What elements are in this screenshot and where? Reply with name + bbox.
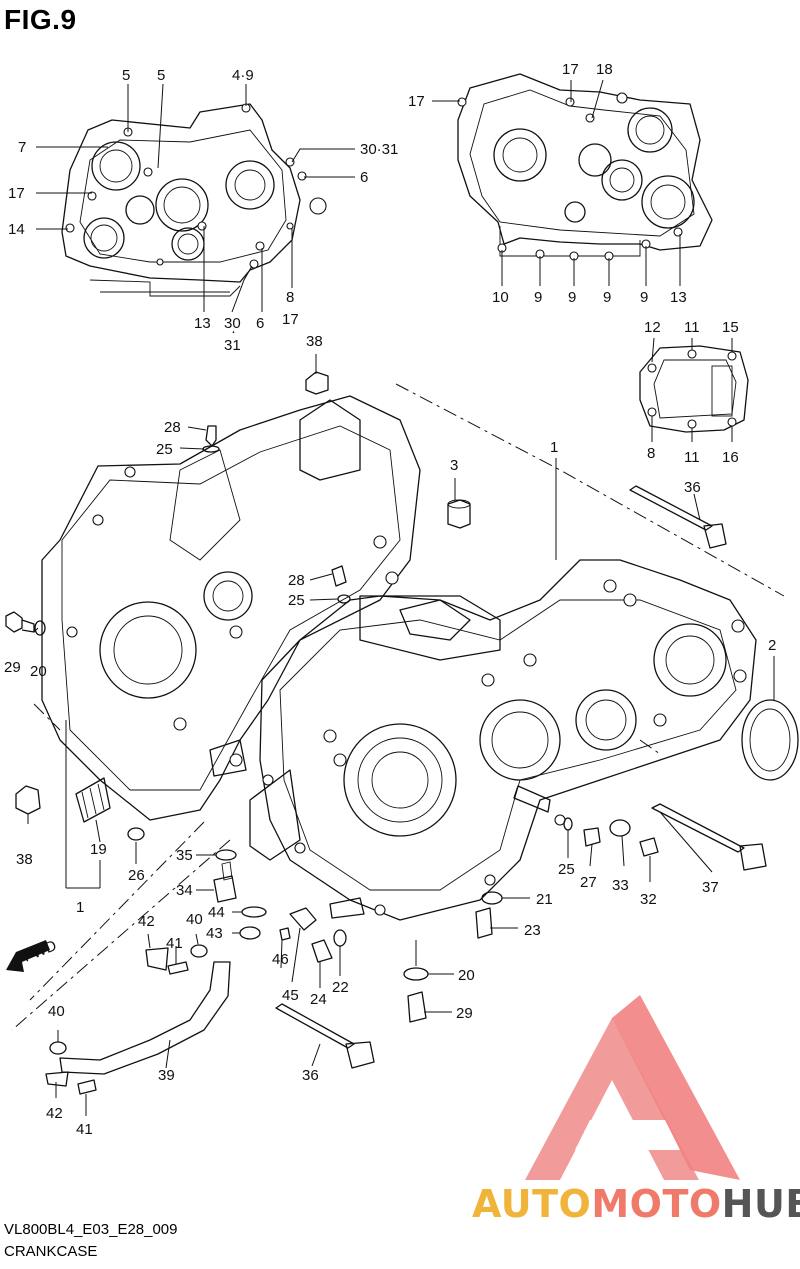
automotohub-logo-icon [525, 995, 740, 1180]
watermark-moto: MOTO [591, 1182, 722, 1226]
callout-2: 2 [768, 637, 776, 654]
callout-9b: 9 [568, 289, 576, 306]
callout-11a: 11 [684, 319, 700, 336]
svg-text:·: · [231, 323, 236, 340]
callout-10: 10 [492, 289, 509, 306]
callout-6-bottom: 6 [256, 315, 264, 332]
callout-17-bottom: 17 [282, 311, 299, 328]
callout-9a: 9 [534, 289, 542, 306]
callout-45: 45 [282, 987, 299, 1004]
callout-16: 16 [722, 449, 739, 466]
cover-plate [639, 337, 749, 442]
callout-30-31-top: 30·31 [360, 141, 398, 158]
fwd-label: FWD [21, 937, 59, 966]
callout-43: 43 [206, 925, 223, 942]
callout-8b: 8 [647, 445, 655, 462]
diagram-code: VL800BL4_E03_E28_009 [4, 1221, 178, 1238]
callout-33: 33 [612, 877, 629, 894]
callout-5b: 5 [157, 67, 165, 84]
callout-9c: 9 [603, 289, 611, 306]
crankcase-right-half [249, 559, 757, 921]
callout-5a: 5 [122, 67, 130, 84]
callout-13-right: 13 [670, 289, 687, 306]
figure-title: FIG.9 [4, 4, 77, 35]
callout-38-left: 38 [16, 851, 33, 868]
callout-42-top: 42 [138, 913, 155, 930]
callout-21: 21 [536, 891, 553, 908]
leader-lines-top-left [36, 83, 355, 313]
watermark-text: AUTOMOTOHUB [472, 1182, 800, 1226]
callout-1-top: 1 [550, 439, 558, 456]
callout-42-bottom: 42 [46, 1105, 63, 1122]
callout-20-left: 20 [30, 663, 47, 680]
callout-6-right: 6 [360, 169, 368, 186]
callout-19: 19 [90, 841, 107, 858]
callout-25-top: 25 [156, 441, 173, 458]
callout-12: 12 [644, 319, 661, 336]
crankcase-left-inner-view [61, 103, 327, 297]
leader-lines-main [11, 354, 785, 1116]
callout-23: 23 [524, 922, 541, 939]
callout-20-right: 20 [458, 967, 475, 984]
callout-46: 46 [272, 951, 289, 968]
callout-25-mid: 25 [288, 592, 305, 609]
callout-37: 37 [702, 879, 719, 896]
callout-1-bottom: 1 [76, 899, 84, 916]
callout-44: 44 [208, 904, 225, 921]
forward-arrow-icon: FWD [6, 937, 59, 972]
callout-3: 3 [450, 457, 458, 474]
callout-36-bottom: 36 [302, 1067, 319, 1084]
callout-38-top: 38 [306, 333, 323, 350]
callout-28-top: 28 [164, 419, 181, 436]
callout-28-mid: 28 [288, 572, 305, 589]
callout-25-right: 25 [558, 861, 575, 878]
callout-9d: 9 [640, 289, 648, 306]
callout-17-right-top: 17 [408, 93, 425, 110]
callout-40-bottom: 40 [48, 1003, 65, 1020]
callout-32: 32 [640, 891, 657, 908]
callout-39: 39 [158, 1067, 175, 1084]
callout-34: 34 [176, 882, 193, 899]
callout-15: 15 [722, 319, 739, 336]
callout-30: 30 [224, 315, 241, 332]
callout-41-top: 41 [166, 935, 183, 952]
callout-35: 35 [176, 847, 193, 864]
callout-11b: 11 [684, 449, 700, 466]
callout-24: 24 [310, 991, 327, 1008]
callout-7: 7 [18, 139, 26, 156]
callout-29-right: 29 [456, 1005, 473, 1022]
callout-13-left: 13 [194, 315, 211, 332]
diagram-name: CRANKCASE [4, 1243, 98, 1260]
loose-parts [5, 371, 799, 1095]
callout-4-9: 4·9 [232, 67, 254, 84]
callout-14: 14 [8, 221, 25, 238]
callout-labels: 5 5 4·9 7 17 14 30·31 6 8 17 13 30 · 31 … [4, 61, 776, 1138]
leader-lines-top-right [432, 79, 681, 286]
crankcase-right-inner-view [457, 73, 713, 261]
callout-36-top: 36 [684, 479, 701, 496]
callout-8: 8 [286, 289, 294, 306]
watermark-auto: AUTO [472, 1182, 592, 1226]
callout-22: 22 [332, 979, 349, 996]
callout-18: 18 [596, 61, 613, 78]
crankcase-left-half [41, 395, 421, 821]
callout-41-bottom: 41 [76, 1121, 93, 1138]
callout-31: 31 [224, 337, 241, 354]
callout-27: 27 [580, 874, 597, 891]
watermark-hub: HUB [721, 1182, 800, 1226]
callout-17-right-top-2: 17 [562, 61, 579, 78]
callout-17-left: 17 [8, 185, 25, 202]
callout-29-left: 29 [4, 659, 21, 676]
callout-40-top: 40 [186, 911, 203, 928]
callout-26: 26 [128, 867, 145, 884]
